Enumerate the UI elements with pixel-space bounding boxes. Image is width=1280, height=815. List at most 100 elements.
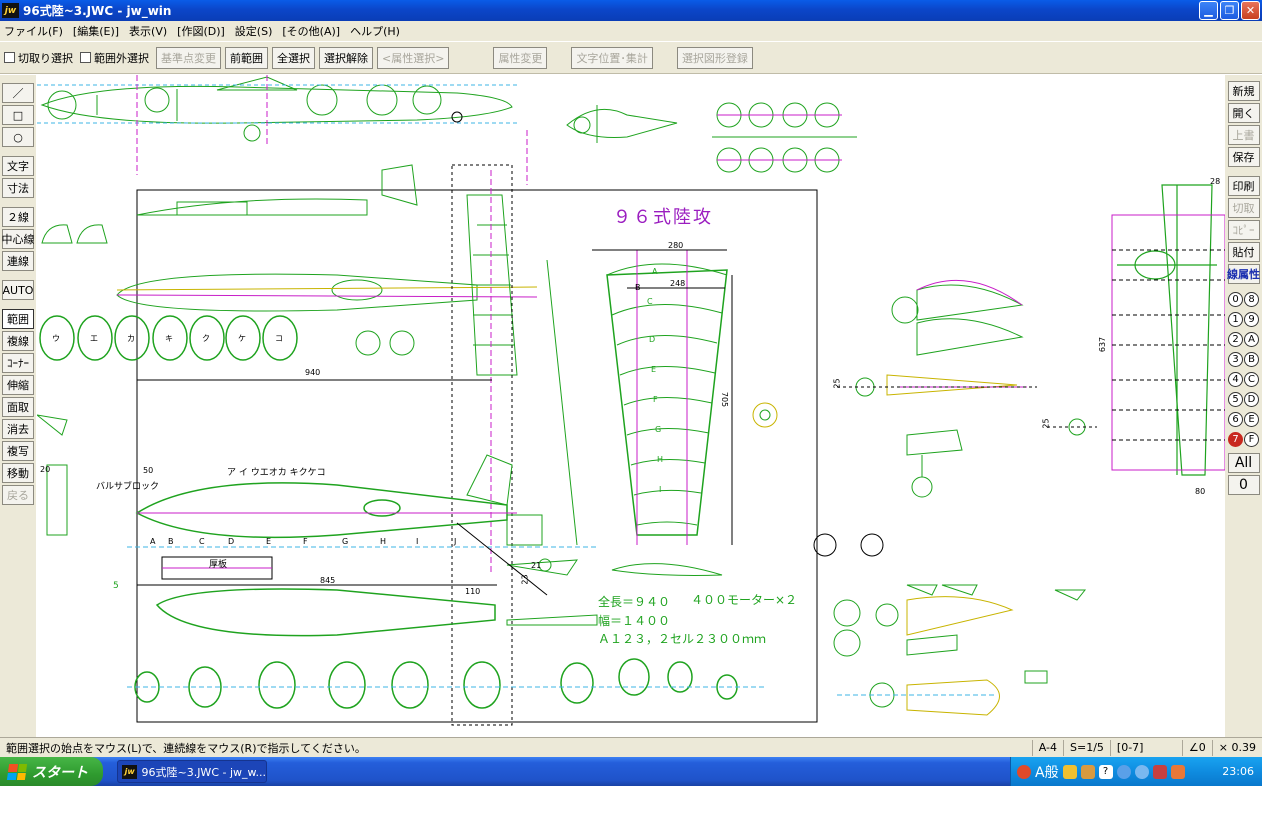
range-tool-button[interactable]: 範囲 bbox=[2, 309, 34, 329]
scale-indicator[interactable]: S=1/5 bbox=[1063, 739, 1110, 756]
spec-motor: ４００モーター×２ bbox=[691, 593, 798, 607]
security-icon[interactable] bbox=[1017, 764, 1031, 779]
connect-line-tool-button[interactable]: 連線 bbox=[2, 251, 34, 271]
erase-tool-button[interactable]: 消去 bbox=[2, 419, 34, 439]
antivirus-icon[interactable] bbox=[1152, 764, 1167, 779]
line-attribute-button[interactable]: 線属性 bbox=[1227, 264, 1260, 284]
start-button[interactable]: スタート bbox=[0, 757, 103, 786]
centerline-tool-button[interactable]: 中心線 bbox=[2, 229, 35, 249]
extend-tool-button[interactable]: 伸縮 bbox=[2, 375, 34, 395]
select-all-button[interactable]: 全選択 bbox=[272, 46, 315, 69]
layer-button[interactable]: 0 bbox=[1228, 290, 1244, 308]
layer-button[interactable]: 3 bbox=[1228, 350, 1244, 368]
checkbox-box[interactable] bbox=[80, 52, 91, 63]
layer-button-active[interactable]: 7 bbox=[1228, 430, 1244, 448]
layer-group-zero-button[interactable]: 0 bbox=[1227, 475, 1260, 495]
nacelle-views bbox=[855, 284, 1086, 498]
spec-span: 幅＝１４００ bbox=[598, 614, 671, 628]
menu-file[interactable]: ファイル(F) bbox=[4, 25, 63, 38]
layer-range[interactable]: [0-7] bbox=[1109, 739, 1182, 756]
back-arrow-icon[interactable] bbox=[1116, 764, 1131, 779]
dimension-tool-button[interactable]: 寸法 bbox=[2, 178, 34, 198]
checkbox-box[interactable] bbox=[4, 52, 15, 63]
menu-edit[interactable]: [編集(E)] bbox=[72, 25, 120, 38]
update-icon[interactable] bbox=[1170, 764, 1185, 779]
layer-button[interactable]: C bbox=[1244, 370, 1260, 388]
print-button[interactable]: 印刷 bbox=[1227, 176, 1260, 196]
dim-50: 50 bbox=[143, 466, 154, 475]
station-letter: I bbox=[416, 537, 419, 546]
rectangle-tool-button[interactable]: □ bbox=[2, 105, 34, 125]
new-file-button[interactable]: 新規 bbox=[1227, 81, 1260, 101]
menu-help[interactable]: ヘルプ(H) bbox=[350, 25, 400, 38]
offset-tool-button[interactable]: 複線 bbox=[2, 331, 34, 351]
layer-button[interactable]: B bbox=[1244, 350, 1260, 368]
text-tool-button[interactable]: 文字 bbox=[2, 156, 34, 176]
cut-select-checkbox[interactable]: 切取り選択 bbox=[4, 50, 73, 66]
menu-other[interactable]: [その他(A)] bbox=[282, 25, 341, 38]
layer-button[interactable]: 9 bbox=[1244, 310, 1260, 328]
layer-button[interactable]: 4 bbox=[1228, 370, 1244, 388]
all-layers-button[interactable]: All bbox=[1227, 453, 1260, 473]
paper-size[interactable]: A-4 bbox=[1031, 739, 1063, 756]
outside-select-checkbox[interactable]: 範囲外選択 bbox=[80, 50, 149, 66]
layer-button[interactable]: A bbox=[1244, 330, 1260, 348]
clock[interactable]: 23:06 bbox=[1222, 765, 1254, 778]
angle-indicator[interactable]: ∠0 bbox=[1181, 739, 1212, 756]
change-base-point-button[interactable]: 基準点変更 bbox=[156, 46, 221, 69]
dim-80: 80 bbox=[1195, 487, 1206, 496]
network-icon[interactable] bbox=[1134, 764, 1149, 779]
bottom-formers bbox=[134, 658, 738, 709]
previous-range-button[interactable]: 前範囲 bbox=[225, 46, 268, 69]
text-position-count-button[interactable]: 文字位置･集計 bbox=[571, 46, 653, 69]
ime-indicator[interactable]: A般 bbox=[1035, 764, 1059, 781]
taskbar-window-item[interactable]: jw 96式陸~3.JWC - jw_w... bbox=[117, 760, 267, 783]
station-letter: G bbox=[342, 537, 349, 546]
copy-button[interactable]: ｺﾋﾟｰ bbox=[1227, 220, 1260, 240]
undo-button[interactable]: 戻る bbox=[2, 485, 34, 505]
layer-button[interactable]: 1 bbox=[1228, 310, 1244, 328]
system-tray: A般 ? 23:06 bbox=[1010, 757, 1262, 786]
deselect-button[interactable]: 選択解除 bbox=[319, 46, 373, 69]
corner-tool-button[interactable]: ｺｰﾅｰ bbox=[2, 353, 34, 373]
maximize-button[interactable]: ❐ bbox=[1220, 1, 1239, 20]
drawing-canvas[interactable]: ９６式陸攻 全長＝９４０ ４００モーター×２ 幅＝１４００ Ａ１２３，２セル２３… bbox=[37, 75, 1225, 737]
auto-mode-button[interactable]: AUTO bbox=[2, 280, 34, 300]
minimize-button[interactable]: ▁ bbox=[1199, 1, 1218, 20]
overwrite-button[interactable]: 上書 bbox=[1227, 125, 1260, 145]
open-file-button[interactable]: 開く bbox=[1227, 103, 1260, 123]
move-tool-button[interactable]: 移動 bbox=[2, 463, 34, 483]
ime-dictionary-icon[interactable] bbox=[1080, 764, 1095, 779]
former-rings bbox=[39, 315, 298, 361]
save-button[interactable]: 保存 bbox=[1227, 147, 1260, 167]
double-line-tool-button[interactable]: ２線 bbox=[2, 207, 34, 227]
copy-tool-button[interactable]: 複写 bbox=[2, 441, 34, 461]
chamfer-tool-button[interactable]: 面取 bbox=[2, 397, 34, 417]
layer-button[interactable]: 2 bbox=[1228, 330, 1244, 348]
menu-view[interactable]: 表示(V) bbox=[129, 25, 168, 38]
minimize-icon: ▁ bbox=[1204, 4, 1213, 17]
station-letter: J bbox=[454, 537, 457, 546]
zoom-indicator[interactable]: × 0.39 bbox=[1211, 739, 1262, 756]
label-balsa-block: バルサブロック bbox=[96, 482, 160, 492]
rib-label: D bbox=[649, 335, 656, 344]
layer-button[interactable]: 5 bbox=[1228, 390, 1244, 408]
circle-tool-button[interactable]: ○ bbox=[2, 127, 34, 147]
ime-tool-icon[interactable] bbox=[1062, 764, 1077, 779]
layer-button[interactable]: F bbox=[1244, 430, 1260, 448]
menu-draw[interactable]: [作図(D)] bbox=[177, 25, 225, 38]
line-tool-button[interactable]: ／ bbox=[2, 83, 34, 103]
status-bar: 範囲選択の始点をマウス(L)で、連続線をマウス(R)で指示してください。 A-4… bbox=[0, 737, 1262, 757]
help-icon[interactable]: ? bbox=[1098, 764, 1113, 779]
change-attribute-button[interactable]: 属性変更 bbox=[493, 46, 548, 69]
close-button[interactable]: ✕ bbox=[1241, 1, 1260, 20]
layer-button[interactable]: 8 bbox=[1244, 290, 1260, 308]
layer-button[interactable]: E bbox=[1244, 410, 1260, 428]
layer-button[interactable]: 6 bbox=[1228, 410, 1244, 428]
layer-button[interactable]: D bbox=[1244, 390, 1260, 408]
menu-settings[interactable]: 設定(S) bbox=[234, 25, 273, 38]
attribute-select-button[interactable]: <属性選択> bbox=[377, 46, 450, 69]
register-selection-button[interactable]: 選択図形登録 bbox=[676, 46, 753, 69]
paste-button[interactable]: 貼付 bbox=[1227, 242, 1260, 262]
cut-button[interactable]: 切取 bbox=[1227, 198, 1260, 218]
